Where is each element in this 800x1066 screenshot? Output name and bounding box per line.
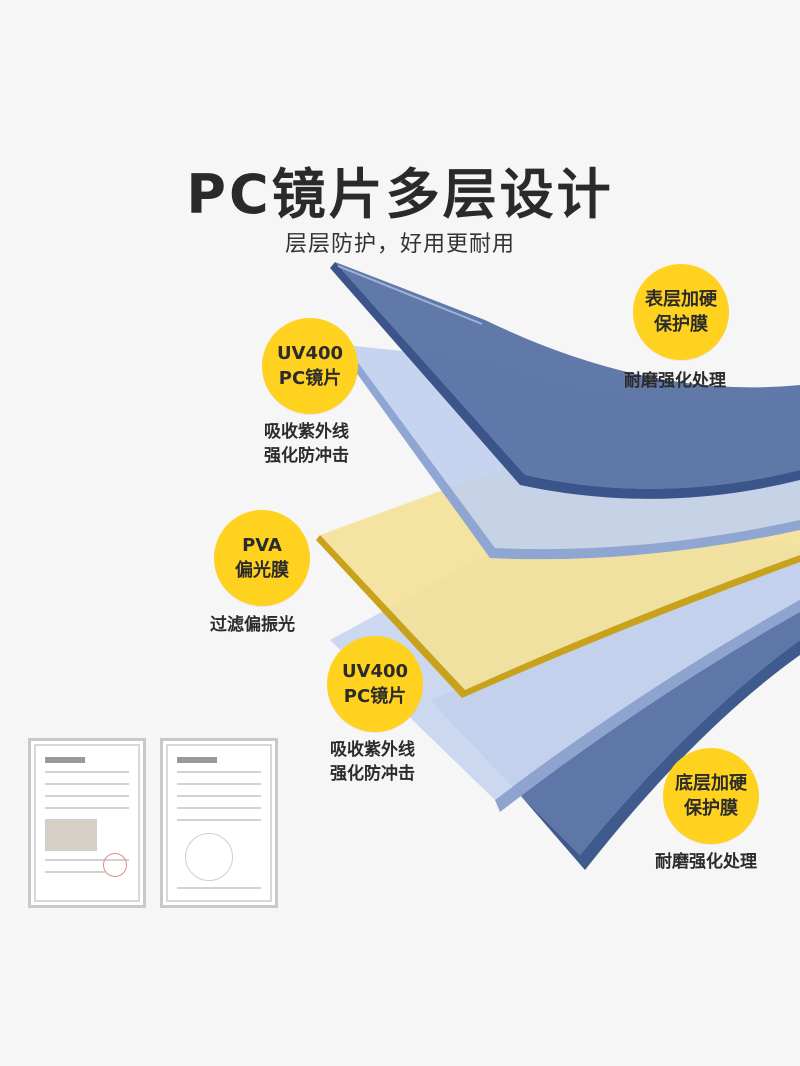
badge-line2: 保护膜 [654,314,708,335]
desc-upper-pc-lens: 吸收紫外线 强化防冲击 [264,420,349,468]
desc-lower-pc-lens: 吸收紫外线 强化防冲击 [330,738,415,786]
desc-line1: 耐磨强化处理 [624,371,726,391]
badge-line1: 底层加硬 [675,773,747,794]
badge-line2: 偏光膜 [235,560,289,581]
page-subtitle: 层层防护，好用更耐用 [284,232,515,257]
badge-line2: 保护膜 [684,798,738,819]
badge-pva-film: PVA 偏光膜 [214,510,310,606]
desc-line1: 吸收紫外线 [330,740,415,760]
desc-line1: 吸收紫外线 [264,422,349,442]
page-title: PC镜片多层设计 [186,163,614,226]
desc-line2: 强化防冲击 [330,764,415,784]
desc-line2: 强化防冲击 [264,446,349,466]
desc-bottom-hard-coat: 耐磨强化处理 [655,850,757,874]
badge-upper-pc-lens: UV400 PC镜片 [262,318,358,414]
certificate-document-icon [28,738,146,908]
badge-line1: 表层加硬 [645,289,717,310]
lower-pc-lens-edge [495,600,800,812]
desc-line1: 过滤偏振光 [210,615,295,635]
badge-lower-pc-lens: UV400 PC镜片 [327,636,423,732]
badge-line1: UV400 [341,661,409,682]
desc-top-hard-coat: 耐磨强化处理 [624,369,726,393]
badge-bottom-hard-coat: 底层加硬 保护膜 [663,748,759,844]
badge-line1: PVA [242,535,282,556]
top-hard-coat-layer [335,262,800,489]
badge-top-hard-coat: 表层加硬 保护膜 [633,264,729,360]
desc-pva-film: 过滤偏振光 [210,613,295,637]
badge-line1: UV400 [276,343,344,364]
badge-line2: PC镜片 [278,368,342,389]
desc-line1: 耐磨强化处理 [655,852,757,872]
badge-line2: PC镜片 [343,686,407,707]
certificate-document-icon [160,738,278,908]
bottom-hard-coat-edge [520,640,800,870]
top-hard-coat-highlight [337,265,483,325]
upper-pc-lens-edge [340,345,800,560]
